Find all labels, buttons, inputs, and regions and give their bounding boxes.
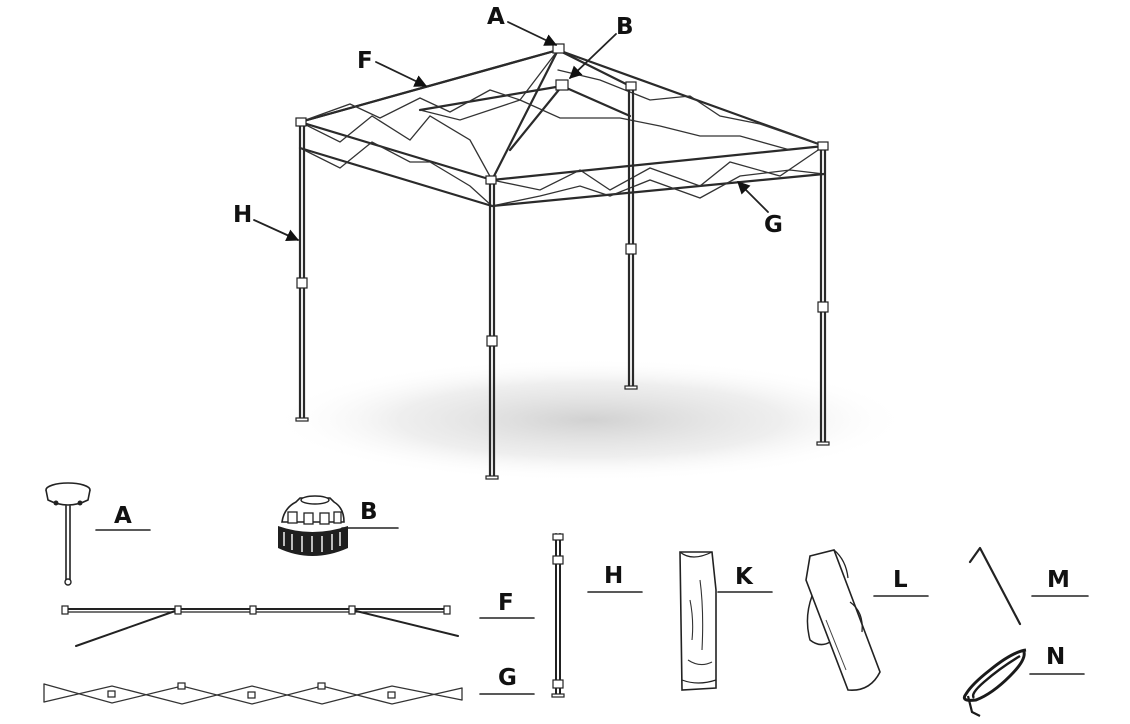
roof-edges (298, 48, 826, 208)
callout-arrows (253, 21, 769, 242)
part-b-drawing (278, 495, 348, 556)
leg-clips (295, 43, 830, 480)
assembled-label-b: B (616, 14, 634, 40)
part-l-label: L (893, 567, 908, 593)
part-a-label: A (114, 503, 132, 529)
roof-rafters (298, 48, 632, 182)
part-f-label: F (498, 590, 514, 616)
part-m-drawing (968, 546, 1022, 626)
assembled-label-g: G (764, 212, 783, 238)
scissor-trusses (299, 49, 825, 207)
assembled-label-f: F (357, 48, 373, 74)
part-g: G (43, 665, 535, 705)
part-b-label: B (360, 499, 378, 525)
part-a: A (45, 482, 151, 586)
part-k-drawing (679, 551, 717, 691)
part-b: B (278, 495, 399, 556)
part-n-drawing (962, 648, 1027, 717)
part-n: N (962, 644, 1085, 717)
assembled-canopy: A B F H G (233, 4, 910, 482)
part-m-label: M (1047, 567, 1070, 593)
part-h: H (551, 533, 643, 698)
part-l-drawing (805, 549, 881, 691)
part-f-drawing (61, 605, 459, 647)
assembled-label-h: H (233, 202, 252, 228)
part-h-drawing (551, 533, 565, 698)
part-k: K (679, 551, 773, 691)
ground-shadow (270, 358, 910, 482)
assembled-label-a: A (487, 4, 505, 30)
part-l: L (805, 549, 929, 691)
part-h-label: H (604, 563, 623, 589)
part-n-label: N (1046, 644, 1065, 670)
part-f: F (61, 590, 535, 647)
part-a-drawing (45, 482, 91, 586)
part-m: M (968, 546, 1089, 626)
part-g-drawing (43, 682, 463, 705)
legs (298, 84, 827, 480)
part-g-label: G (498, 665, 517, 691)
part-k-label: K (735, 564, 754, 590)
